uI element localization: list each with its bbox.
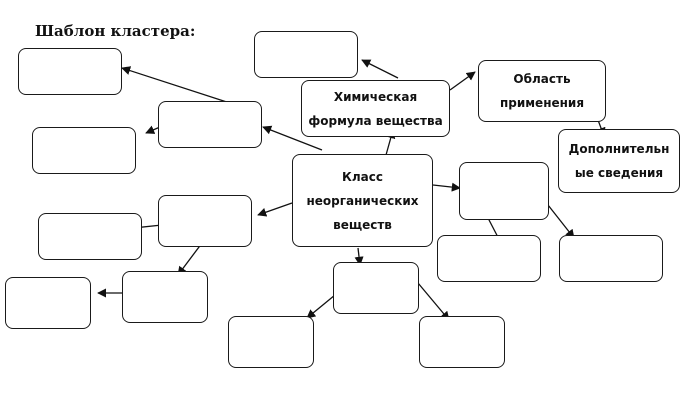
node-additional-info: Дополнительн ые сведения	[558, 129, 680, 193]
node-application-area: Область применения	[478, 60, 606, 122]
empty-box-left-upper	[158, 101, 262, 148]
arrow-left-box-to-top-left	[121, 66, 237, 106]
arrow-formula-to-top-box	[361, 59, 399, 79]
arrow-center-to-lower-left	[257, 202, 293, 217]
empty-box-far-right	[559, 235, 663, 282]
arrow-bottom-to-bottom-right	[417, 282, 450, 321]
arrow-left-box-to-mid-left	[145, 125, 161, 134]
arrow-center-to-left-box	[262, 125, 323, 151]
arrow-right-to-far-right	[547, 204, 575, 239]
arrow-formula-to-application	[449, 71, 476, 91]
empty-box-right-lower	[437, 235, 541, 282]
empty-box-left-mid	[32, 127, 136, 174]
empty-box-top-left	[18, 48, 122, 95]
empty-box-left-lower	[158, 195, 252, 247]
empty-box-top-center	[254, 31, 358, 78]
diagram-title: Шаблон кластера:	[35, 22, 196, 40]
empty-box-right-upper	[459, 162, 549, 220]
empty-box-bottom-left-upper	[122, 271, 208, 323]
node-inorganic-class: Класс неорганических веществ	[292, 154, 433, 247]
arrow-center-to-right	[432, 182, 461, 192]
empty-box-bottom-left	[228, 316, 314, 368]
empty-box-bottom-center	[333, 262, 419, 314]
empty-box-bottom-far-left	[5, 277, 91, 329]
node-chemical-formula: Химическая формула вещества	[301, 80, 450, 137]
arrow-bottom-to-bottom-left	[306, 294, 336, 319]
empty-box-bottom-right	[419, 316, 505, 368]
empty-box-far-left	[38, 213, 142, 260]
